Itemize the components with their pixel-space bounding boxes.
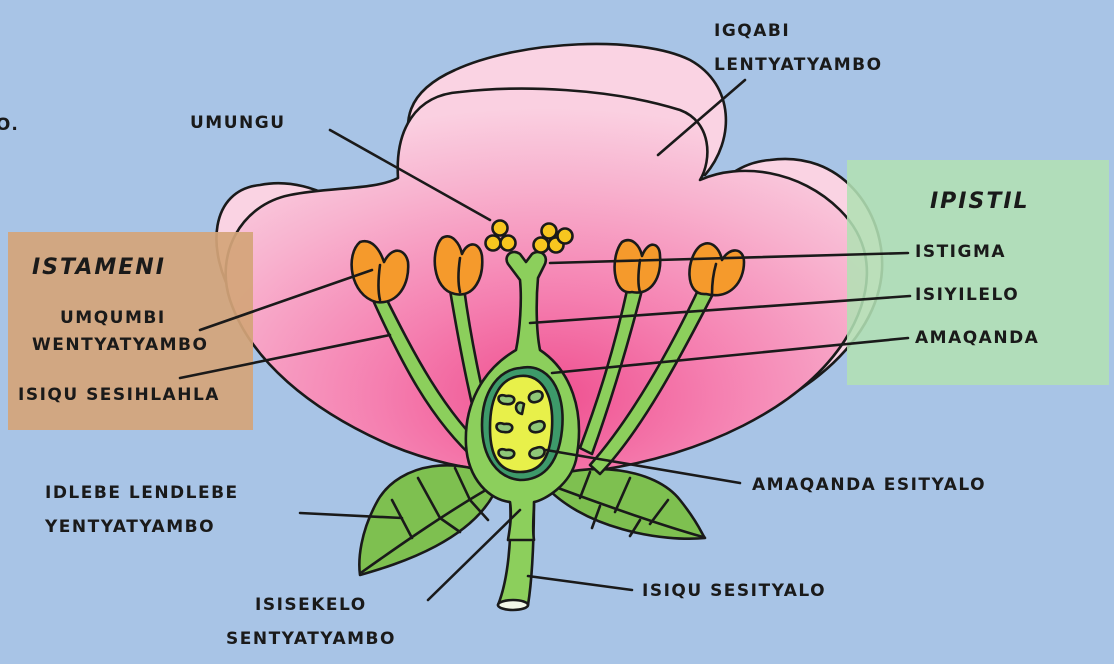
pollen-grain — [493, 221, 508, 236]
heading-stamen: ISTAMENI — [32, 255, 166, 280]
heading-pistil: IPISTIL — [930, 189, 1030, 214]
anther-4 — [689, 243, 744, 295]
label-petal-line1: IGQABI — [714, 21, 790, 41]
label-petal-line2: LENTYATYAMBO — [714, 55, 883, 75]
label-pollen: UMUNGU — [190, 113, 286, 133]
label-filament: ISIQU SESIHLAHLA — [18, 385, 220, 405]
label-sepal-line2: YENTYATYAMBO — [44, 517, 215, 537]
label-sepal-line1: IDLEBE LENDLEBE — [45, 483, 239, 503]
label-ovary: AMAQANDA — [915, 328, 1039, 348]
pollen-grain — [558, 229, 573, 244]
pollen-grain — [486, 236, 501, 251]
label-receptacle-line1: ISISEKELO — [255, 595, 367, 615]
label-anther-line2: WENTYATYAMBO — [32, 335, 208, 355]
label-ovules: AMAQANDA ESITYALO — [752, 475, 986, 495]
pollen-grain — [542, 224, 557, 239]
label-anther-line1: UMQUMBI — [60, 308, 166, 328]
edge-text-fragment: IO. — [0, 115, 19, 135]
pointer-stem — [528, 576, 632, 590]
stem-cut — [498, 600, 528, 610]
pollen-grain — [501, 236, 516, 251]
label-style: ISIYILELO — [915, 285, 1019, 305]
label-stigma: ISTIGMA — [915, 242, 1006, 262]
label-receptacle-line2: SENTYATYAMBO — [226, 629, 396, 649]
pollen-grain — [534, 238, 549, 253]
label-stem: ISIQU SESITYALO — [642, 581, 826, 601]
